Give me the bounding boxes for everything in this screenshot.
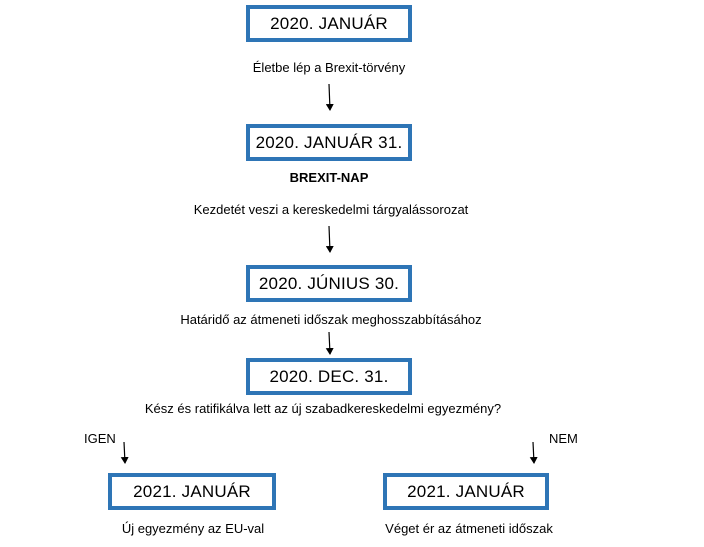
arrow-no	[529, 441, 538, 464]
brexit-day-heading: BREXIT-NAP	[289, 170, 369, 185]
date-box-3: 2020. JÚNIUS 30.	[246, 265, 412, 302]
caption-3: Határidő az átmeneti időszak meghosszabb…	[180, 312, 482, 327]
yes-caption: Új egyezmény az EU-val	[121, 521, 265, 536]
date-box-2-label: 2020. JANUÁR 31.	[255, 132, 403, 152]
no-label: NEM	[549, 431, 578, 446]
date-box-3-label: 2020. JÚNIUS 30.	[258, 273, 400, 293]
yes-date-box: 2021. JANUÁR	[108, 473, 276, 510]
date-box-2: 2020. JANUÁR 31.	[246, 124, 412, 161]
no-caption: Véget ér az átmeneti időszak	[385, 521, 553, 536]
date-box-1-label: 2020. JANUÁR	[270, 13, 388, 33]
question: Kész és ratifikálva lett az új szabadker…	[144, 401, 502, 416]
arrow-yes	[120, 441, 129, 464]
caption-1: Életbe lép a Brexit-törvény	[252, 60, 406, 75]
date-box-4: 2020. DEC. 31.	[246, 358, 412, 395]
arrow-1	[325, 83, 334, 111]
arrow-2	[325, 225, 334, 253]
no-date-box: 2021. JANUÁR	[383, 473, 549, 510]
caption-2: Kezdetét veszi a kereskedelmi tárgyaláss…	[193, 202, 469, 217]
date-box-4-label: 2020. DEC. 31.	[269, 366, 389, 386]
yes-label: IGEN	[84, 431, 116, 446]
arrow-3	[325, 331, 334, 355]
no-date-label: 2021. JANUÁR	[407, 481, 525, 501]
date-box-1: 2020. JANUÁR	[246, 5, 412, 42]
yes-date-label: 2021. JANUÁR	[133, 481, 251, 501]
